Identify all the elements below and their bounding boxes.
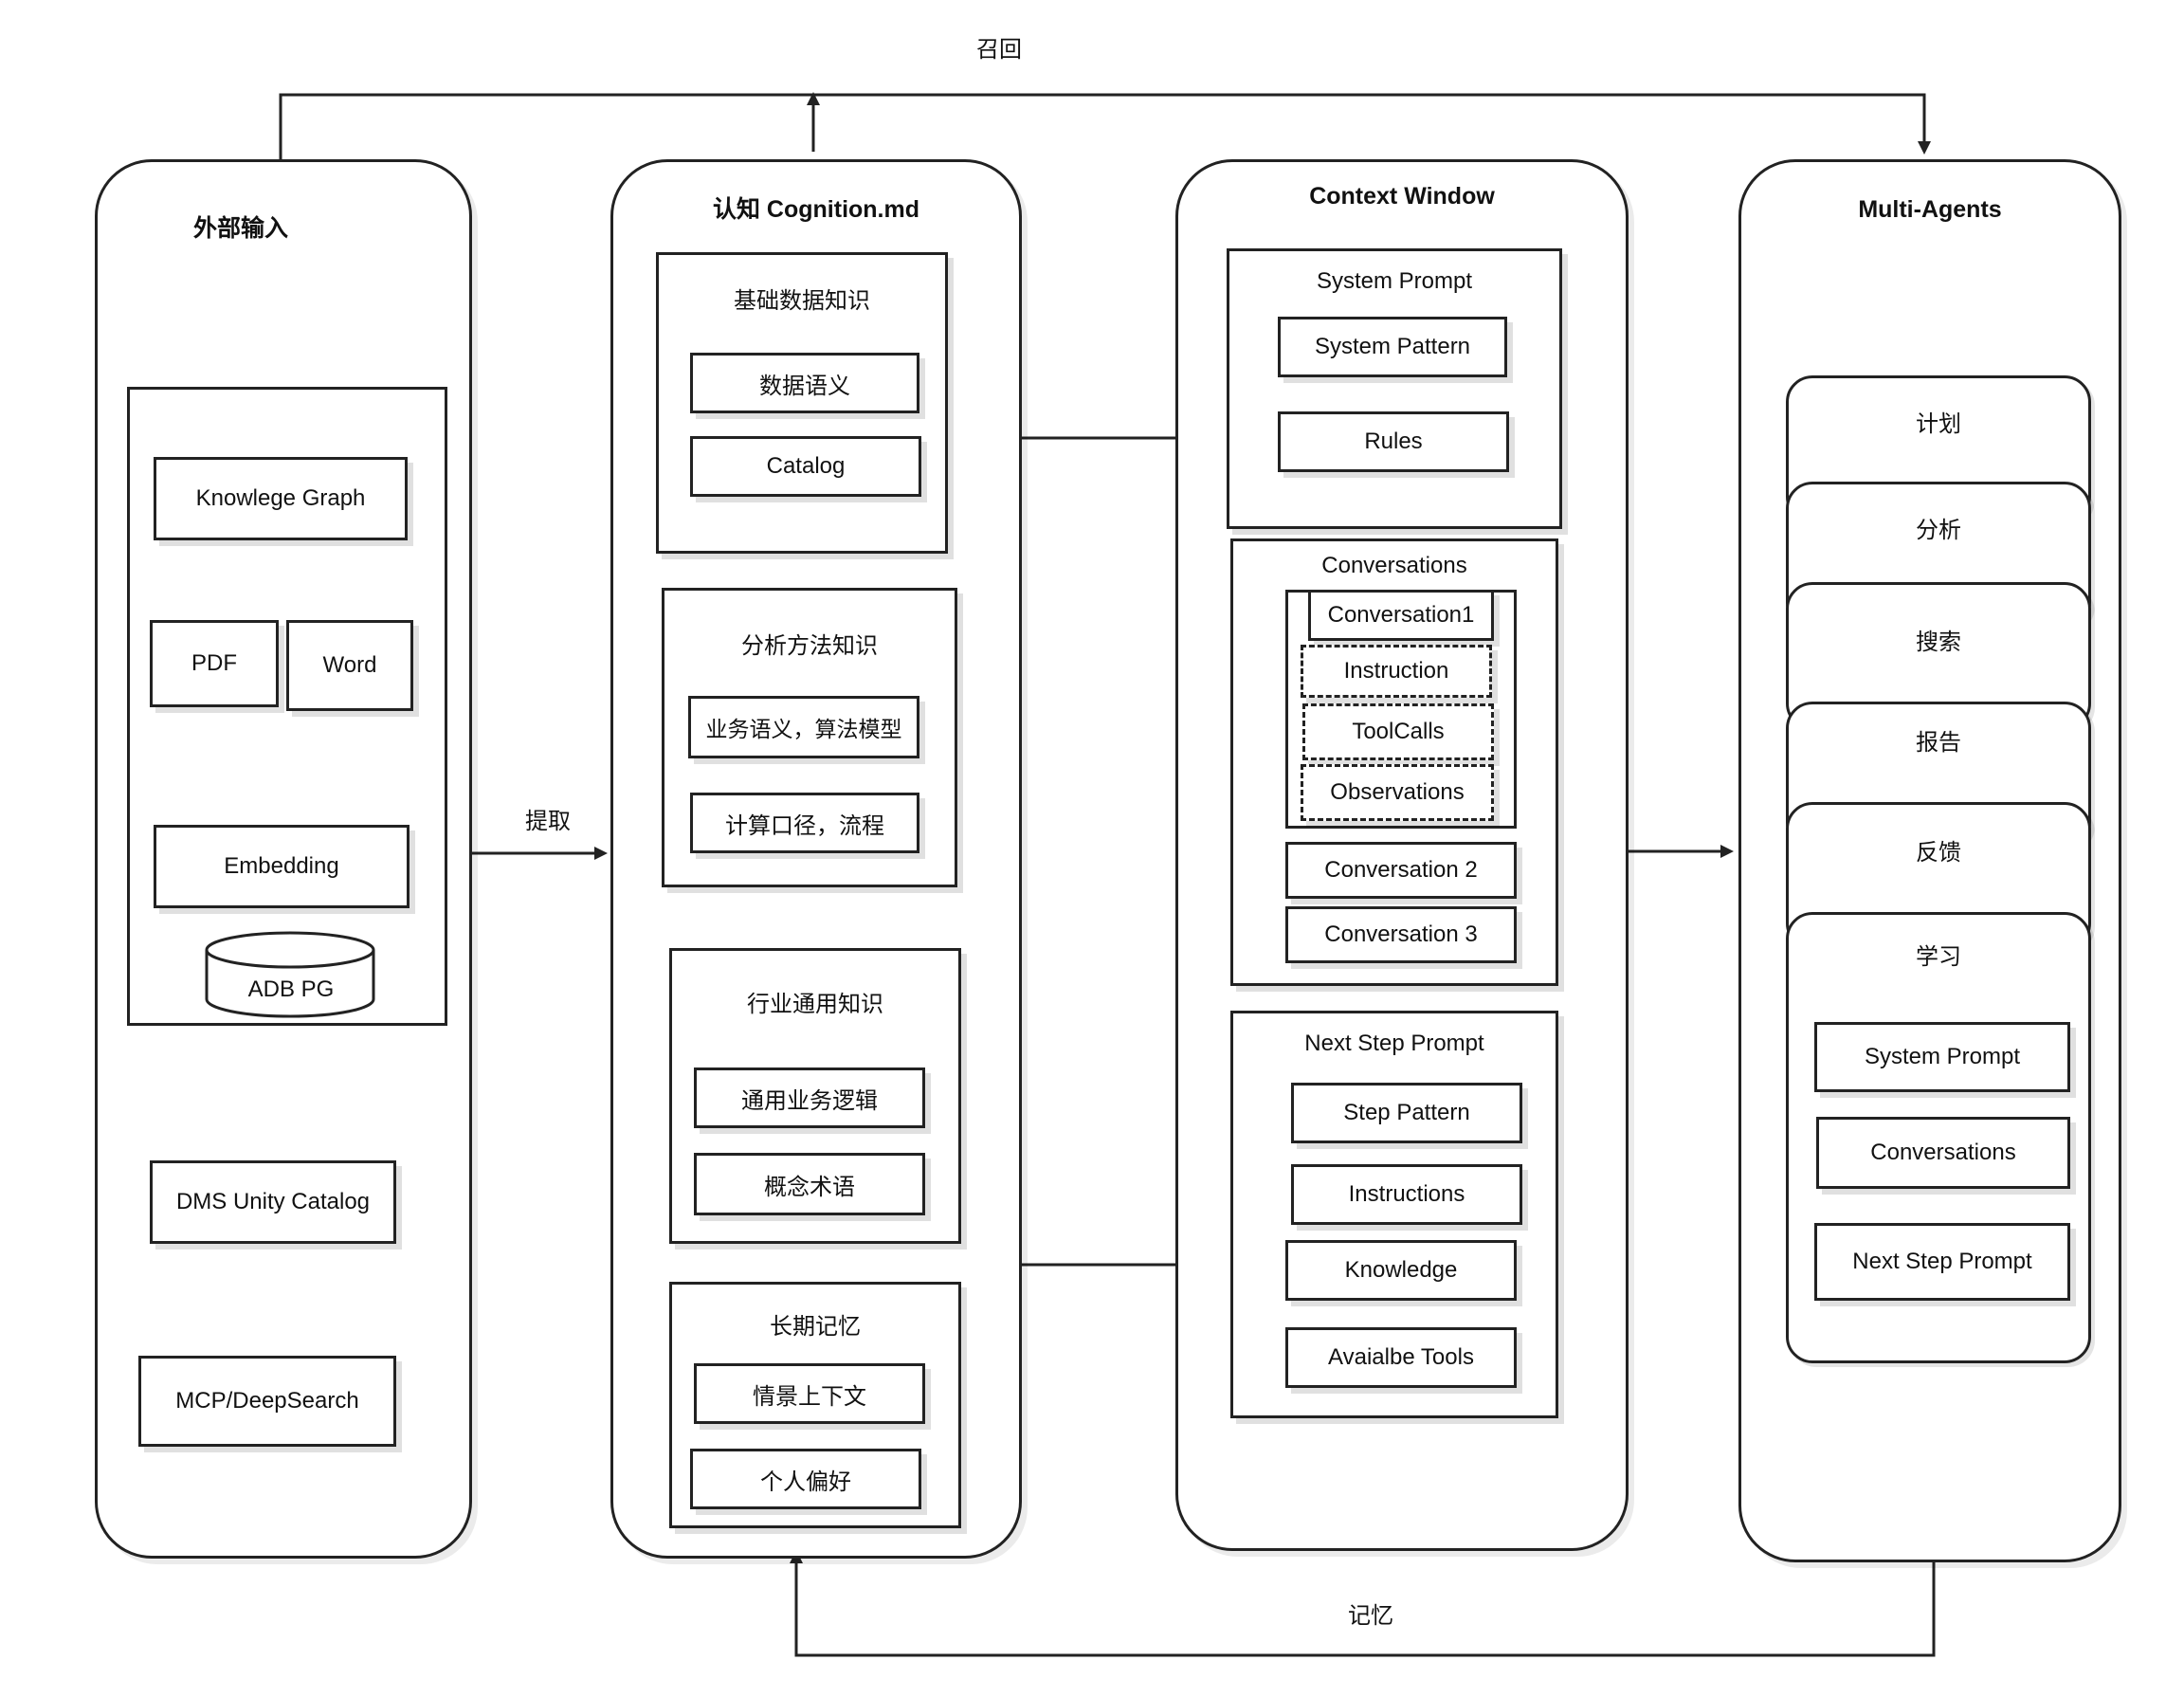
knowledge-graph-box: Knowlege Graph: [154, 457, 408, 540]
cognition-group-title: 行业通用知识: [747, 992, 883, 1017]
mcp-deepsearch-box: MCP/DeepSearch: [138, 1356, 396, 1447]
cognition-item: 业务语义，算法模型: [688, 696, 919, 758]
external-input-title: 外部输入: [192, 215, 288, 242]
instructions-box: Instructions: [1291, 1164, 1522, 1225]
cognition-group-title: 分析方法知识: [741, 633, 878, 659]
context-window-title: Context Window: [1309, 183, 1495, 210]
cognition-title: 认知 Cognition.md: [712, 196, 920, 223]
agent-system-prompt-box: System Prompt: [1814, 1022, 2070, 1092]
instruction-box: Instruction: [1301, 645, 1492, 698]
system-prompt-title: System Prompt: [1316, 268, 1473, 294]
cognition-item: 个人偏好: [690, 1449, 921, 1509]
adb-pg-label: ADB PG: [247, 976, 335, 1002]
conversation3-box: Conversation 3: [1285, 906, 1517, 963]
knowledge-box: Knowledge: [1285, 1240, 1517, 1301]
cognition-item: 通用业务逻辑: [694, 1067, 925, 1128]
recall-label: 召回: [976, 37, 1022, 63]
cognition-group-title: 基础数据知识: [734, 288, 870, 314]
agent-card-title: 学习: [1916, 944, 1961, 970]
system-pattern-box: System Pattern: [1278, 317, 1507, 377]
word-box: Word: [286, 620, 413, 711]
agent-conversations-box: Conversations: [1816, 1117, 2070, 1189]
system-prompt-group: System Prompt: [1227, 248, 1562, 529]
available-tools-box: Avaialbe Tools: [1285, 1327, 1517, 1388]
conversations-title: Conversations: [1321, 553, 1467, 578]
conversation2-box: Conversation 2: [1285, 842, 1517, 899]
step-pattern-box: Step Pattern: [1291, 1083, 1522, 1143]
agent-card-title: 计划: [1916, 411, 1961, 437]
cognition-group-title: 长期记忆: [770, 1314, 861, 1340]
observations-box: Observations: [1301, 764, 1494, 821]
cognition-item: 数据语义: [690, 353, 919, 413]
cognition-item: 情景上下文: [694, 1363, 925, 1424]
agent-card-title: 反馈: [1916, 840, 1961, 866]
multi-agents-title: Multi-Agents: [1858, 196, 2002, 223]
adb-pg-database-icon: [205, 931, 375, 1018]
agent-card-stack: 计划 分析 搜索 报告 反馈 学习: [1786, 375, 2091, 1369]
next-step-prompt-title: Next Step Prompt: [1304, 1031, 1484, 1056]
extract-label: 提取: [525, 809, 571, 834]
dms-unity-catalog-box: DMS Unity Catalog: [150, 1160, 396, 1244]
agent-card-title: 分析: [1916, 518, 1961, 543]
pdf-box: PDF: [150, 620, 279, 707]
agent-next-step-prompt-box: Next Step Prompt: [1814, 1223, 2070, 1301]
conversation1-box: Conversation1: [1308, 590, 1494, 641]
rules-box: Rules: [1278, 411, 1509, 472]
embedding-box: Embedding: [154, 825, 410, 908]
agent-card-title: 搜索: [1916, 630, 1961, 655]
cognition-item: 计算口径，流程: [690, 793, 919, 853]
memory-label: 记忆: [1348, 1603, 1393, 1629]
agent-card-title: 报告: [1916, 730, 1961, 756]
cognition-item: Catalog: [690, 436, 921, 497]
toolcalls-box: ToolCalls: [1302, 703, 1494, 760]
cognition-item: 概念术语: [694, 1153, 925, 1215]
recall-line: [279, 93, 1931, 159]
